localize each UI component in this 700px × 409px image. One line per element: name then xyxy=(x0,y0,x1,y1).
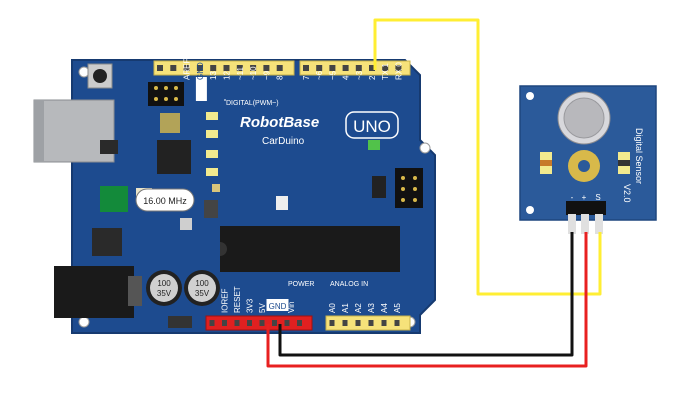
header-pin xyxy=(368,320,374,326)
top-pin-label: 4 xyxy=(342,75,351,80)
bottom-pin-label: Vin xyxy=(287,302,296,313)
header-pin xyxy=(196,65,203,71)
power-wire xyxy=(266,232,588,368)
header-pin xyxy=(394,320,400,326)
top-pin-label: ~11 xyxy=(236,66,245,80)
bottom-pin-label: RESET xyxy=(233,286,242,313)
top-pin-label: AREF xyxy=(183,59,192,80)
header-pin xyxy=(355,320,361,326)
sensor-pin-plus: + xyxy=(582,193,587,202)
bottom-pin-label: A5 xyxy=(393,303,402,313)
sensor-version: V2.0 xyxy=(622,184,632,203)
bottom-pin-label: 5V xyxy=(258,303,267,313)
top-pin-label: ~9 xyxy=(262,70,271,80)
top-pin-label: TX 1 xyxy=(381,63,390,80)
header-pin xyxy=(183,65,190,71)
header-pin xyxy=(222,320,227,326)
header-pin xyxy=(170,65,177,71)
sensor-header xyxy=(566,201,606,215)
top-pin-label: ~3 xyxy=(355,70,364,80)
top-pin-label: RX 0 xyxy=(394,62,403,80)
header-pin xyxy=(297,320,302,326)
top-pin-label: ~6 xyxy=(315,70,324,80)
svg-text:35V: 35V xyxy=(195,289,210,298)
header-pin xyxy=(381,320,387,326)
analog-section-label: ANALOG IN xyxy=(330,281,368,288)
bottom-pin-label: A4 xyxy=(380,303,389,313)
bottom-pin-label: A3 xyxy=(367,303,376,313)
top-pin-label: 13 xyxy=(209,71,218,80)
header-pin xyxy=(369,65,375,71)
header-pin xyxy=(382,65,389,71)
header-pin xyxy=(355,65,362,71)
signal-wire xyxy=(373,18,602,296)
svg-text:UNO: UNO xyxy=(353,117,391,136)
crystal xyxy=(135,188,195,212)
crystal-label: 16.00 MHz xyxy=(143,196,187,206)
header-pin xyxy=(259,320,265,326)
bottom-pin-label: A0 xyxy=(328,303,337,313)
bottom-pin-label: GND xyxy=(269,302,287,311)
header-pin xyxy=(316,65,323,71)
header-pin xyxy=(342,320,348,326)
header-pin xyxy=(210,65,217,71)
top-pin-label: 12 xyxy=(223,71,232,80)
svg-text:35V: 35V xyxy=(157,289,172,298)
header-pin xyxy=(395,65,402,71)
brand-label: RobotBase xyxy=(240,114,319,131)
analog-header xyxy=(325,315,411,331)
sensor-pin-signal: S xyxy=(595,193,600,202)
digital-section-label: DIGITAL(PWM~) xyxy=(226,100,279,107)
header-pin xyxy=(272,320,277,326)
header-pin xyxy=(329,320,335,326)
header-pin xyxy=(157,65,163,71)
header-pin xyxy=(209,320,215,326)
bottom-pin-label: IOREF xyxy=(221,288,230,313)
microcontroller-chip xyxy=(220,226,400,272)
power-jack xyxy=(54,266,134,318)
header-pin xyxy=(329,65,336,71)
top-pin-label: 8 xyxy=(276,75,285,80)
header-pin xyxy=(250,65,257,71)
header-pin xyxy=(263,65,270,71)
bottom-pin-label: A1 xyxy=(341,303,350,313)
top-pin-label: 7 xyxy=(302,75,311,80)
arduino-board: 16.00 MHz 100 35V 100 35V RobotBase CarD… xyxy=(33,59,436,334)
top-pin-label: 2 xyxy=(368,75,377,80)
top-pin-label: GND xyxy=(196,62,205,80)
capacitor-2: 100 35V xyxy=(184,270,220,306)
svg-text:100: 100 xyxy=(195,279,209,288)
header-pin xyxy=(276,65,283,71)
sensor-pin-minus: - xyxy=(571,193,574,202)
model-label: CarDuino xyxy=(262,136,305,147)
capacitor-1: 100 35V xyxy=(146,270,182,306)
header-pin xyxy=(236,65,243,71)
svg-text:100: 100 xyxy=(157,279,171,288)
header-pin xyxy=(303,65,309,71)
power-section-label: POWER xyxy=(288,281,314,288)
header-pin xyxy=(234,320,240,326)
bottom-pin-label: 3V3 xyxy=(246,298,255,313)
top-pin-label: ~5 xyxy=(328,70,337,80)
header-pin xyxy=(284,320,290,326)
power-header xyxy=(205,315,313,331)
header-pin xyxy=(223,65,230,71)
sensor-module: Digital Sensor V2.0 - + S xyxy=(519,85,657,234)
top-header-right xyxy=(299,60,411,76)
gnd-label-bg xyxy=(266,299,289,311)
header-pin xyxy=(342,65,349,71)
top-pin-label: ~10 xyxy=(249,66,258,80)
gnd-label-bg xyxy=(195,77,207,101)
uno-badge xyxy=(345,111,399,139)
header-pin xyxy=(247,320,252,326)
sensor-title: Digital Sensor xyxy=(634,128,644,184)
ground-wire xyxy=(278,232,574,357)
bottom-pin-label: A2 xyxy=(354,303,363,313)
